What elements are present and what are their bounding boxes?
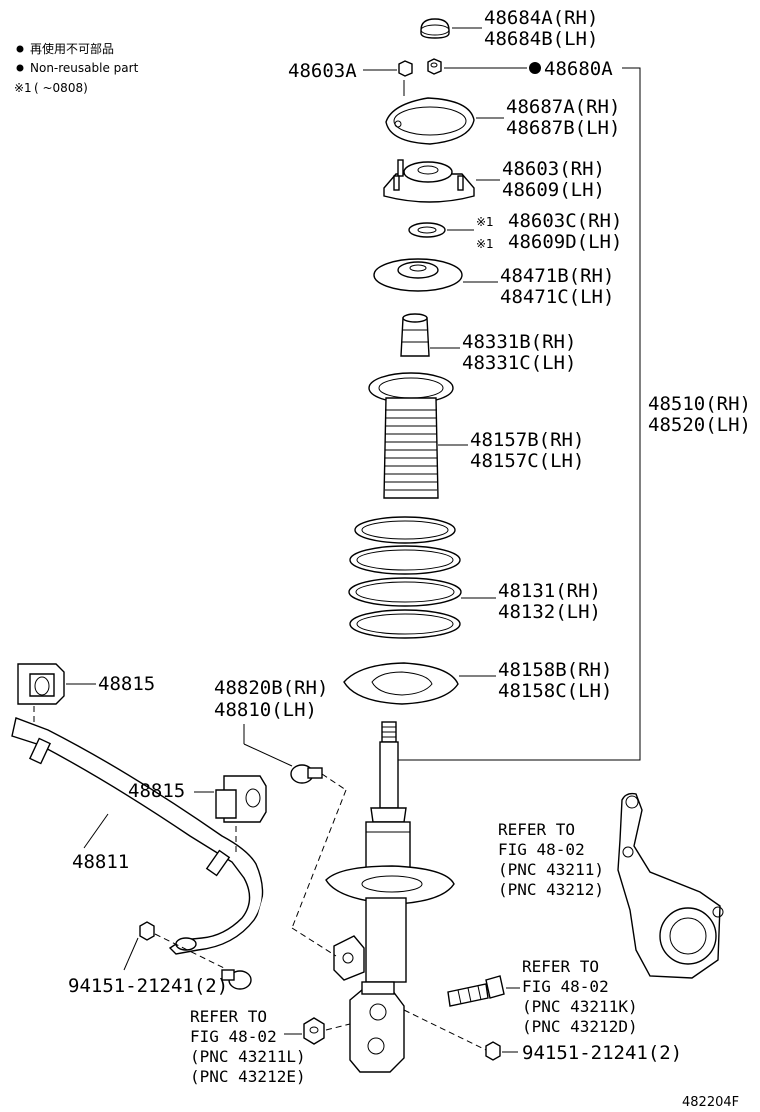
link-nut-part: [403, 1009, 518, 1061]
legend-nonreuse-text: Non-reusable part: [30, 61, 139, 75]
legend-note-mark: ※1: [14, 81, 32, 95]
insulator-label-rh: 48158B(RH): [498, 659, 612, 681]
shock-absorber-part: [325, 721, 455, 1073]
refer-bolt-note: REFER TO FIG 48-02 (PNC 43211K) (PNC 432…: [522, 957, 638, 1036]
steering-knuckle-part: [617, 792, 724, 979]
refer-bolt-line-2: FIG 48-02: [522, 977, 609, 996]
stabilizer-bushing-mid-part: [194, 775, 267, 856]
legend-note-text: ( ~0808): [34, 81, 88, 95]
washer-mark-lh: ※1: [476, 237, 494, 251]
dust-cap-label-rh: 48684A(RH): [484, 7, 598, 29]
bump-stopper-label-rh: 48331B(RH): [462, 331, 576, 353]
link-nut-label: 94151-21241(2): [522, 1042, 682, 1064]
washer-mark-rh: ※1: [476, 215, 494, 229]
refer-nut-line-4: (PNC 43212E): [190, 1067, 306, 1086]
knuckle-bolt-part: [447, 975, 520, 1007]
insulator-label-lh: 48158C(LH): [498, 680, 612, 702]
nut-48603a-part: [363, 60, 413, 77]
mount-plate-part: [385, 80, 504, 145]
stabilizer-bushing-top-part: [17, 663, 96, 740]
refer-knuckle-line-4: (PNC 43212): [498, 880, 604, 899]
nut-48680a-part: [427, 58, 527, 75]
nonreuse-bullet-icon: [16, 64, 24, 72]
bushing-top-label: 48815: [98, 673, 155, 695]
refer-nut-line-3: (PNC 43211L): [190, 1047, 306, 1066]
support-mount-label-rh: 48603(RH): [502, 158, 605, 180]
spring-seat-label-lh: 48471C(LH): [500, 286, 614, 308]
nonreusable-marker-icon: [529, 62, 541, 74]
washer-label-rh: 48603C(RH): [508, 210, 622, 232]
refer-knuckle-line-2: FIG 48-02: [498, 840, 585, 859]
upper-spring-seat-part: [373, 258, 498, 292]
dust-boot-part: [368, 372, 468, 499]
bushing-mid-label: 48815: [128, 780, 185, 802]
stabilizer-bar-label: 48811: [72, 851, 129, 873]
stabilizer-link-label-rh: 48820B(RH): [214, 677, 328, 699]
support-mount-part: [383, 159, 500, 203]
refer-bolt-line-3: (PNC 43211K): [522, 997, 638, 1016]
mount-plate-label-lh: 48687B(LH): [506, 117, 620, 139]
reuse-bullet-icon: [16, 45, 24, 53]
coil-spring-label-lh: 48132(LH): [498, 601, 601, 623]
strut-lower-nut-part: [284, 1017, 351, 1045]
refer-bolt-line-1: REFER TO: [522, 957, 599, 976]
washer-label-lh: 48609D(LH): [508, 231, 622, 253]
strut-assembly-bracket: [392, 67, 641, 761]
mount-plate-label-rh: 48687A(RH): [506, 96, 620, 118]
coil-spring-part: [348, 516, 496, 639]
nut-48603a-label: 48603A: [288, 60, 357, 82]
spring-seat-label-rh: 48471B(RH): [500, 265, 614, 287]
dust-boot-label-rh: 48157B(RH): [470, 429, 584, 451]
refer-bolt-line-4: (PNC 43212D): [522, 1017, 638, 1036]
refer-knuckle-note: REFER TO FIG 48-02 (PNC 43211) (PNC 4321…: [498, 820, 604, 899]
stabilizer-nut-label: 94151-21241(2): [68, 975, 228, 997]
bump-stopper-label-lh: 48331C(LH): [462, 352, 576, 374]
refer-nut-line-1: REFER TO: [190, 1007, 267, 1026]
refer-nut-note: REFER TO FIG 48-02 (PNC 43211L) (PNC 432…: [190, 1007, 306, 1086]
nut-48680a-label: 48680A: [544, 58, 613, 80]
bump-stopper-part: [400, 313, 460, 357]
dust-boot-label-lh: 48157C(LH): [470, 450, 584, 472]
legend-reuse-text: 再使用不可部品: [30, 41, 114, 56]
stabilizer-link-part: [221, 724, 347, 990]
stabilizer-link-label-lh: 48810(LH): [214, 699, 317, 721]
stabilizer-bar-part: [11, 717, 264, 955]
refer-knuckle-line-1: REFER TO: [498, 820, 575, 839]
legend: 再使用不可部品 Non-reusable part ※1 ( ~0808): [14, 41, 139, 95]
dust-cap-label-lh: 48684B(LH): [484, 28, 598, 50]
diagram-code: 482204F: [682, 1095, 739, 1110]
bracket-line: [392, 67, 641, 761]
coil-spring-label-rh: 48131(RH): [498, 580, 601, 602]
dust-cap-part: [420, 18, 482, 39]
refer-knuckle-line-3: (PNC 43211): [498, 860, 604, 879]
strut-assembly-label-lh: 48520(LH): [648, 414, 751, 436]
refer-nut-line-2: FIG 48-02: [190, 1027, 277, 1046]
support-mount-label-lh: 48609(LH): [502, 179, 605, 201]
strut-assembly-label-rh: 48510(RH): [648, 393, 751, 415]
lower-insulator-part: [343, 662, 496, 705]
washer-part: [408, 222, 474, 238]
stabilizer-nut-part: [123, 921, 225, 971]
